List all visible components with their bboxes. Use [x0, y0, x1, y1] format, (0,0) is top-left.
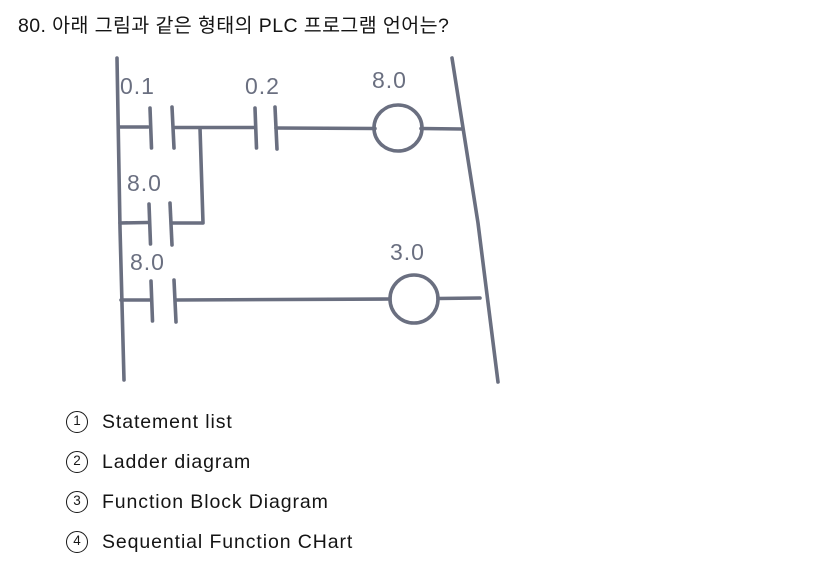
ladder-logic-diagram: 0.1 0.2 8.0 8.0 8.0 3.0 [80, 48, 520, 393]
option-item-3[interactable]: 3 Function Block Diagram [66, 482, 586, 522]
option-item-1[interactable]: 1 Statement list [66, 402, 586, 442]
option-marker-1: 1 [66, 411, 88, 433]
option-label-4: Sequential Function CHart [102, 530, 354, 553]
option-marker-4: 4 [66, 531, 88, 553]
rung2-wire-to-coil [174, 297, 392, 302]
coil-8-0-circle [372, 103, 424, 153]
coil-3-0-circle [388, 273, 440, 325]
contact-0-1-bar-left [148, 106, 154, 150]
option-label-1: Statement list [102, 410, 233, 433]
contact-0-1-bar-right [170, 105, 176, 150]
rung2-contact-8-0-bar-right [172, 278, 178, 324]
rung1-wire-to-rail [419, 126, 464, 131]
left-power-rail [115, 56, 126, 382]
coil-8-0-label: 8.0 [372, 67, 407, 93]
branch-vertical-connector [198, 126, 205, 225]
option-item-4[interactable]: 4 Sequential Function CHart [66, 522, 586, 562]
contact-0-2-bar-left [253, 106, 259, 150]
right-power-rail [450, 56, 500, 384]
option-label-3: Function Block Diagram [102, 490, 329, 513]
contact-0-2-label: 0.2 [245, 73, 280, 99]
contact-0-1-label: 0.1 [120, 73, 155, 99]
branch-contact-8-0-bar-right [168, 201, 174, 247]
option-label-2: Ladder diagram [102, 450, 252, 473]
rung2-contact-8-0-label: 8.0 [130, 249, 165, 275]
contact-0-2-bar-right [273, 105, 279, 151]
rung2-contact-8-0-bar-left [149, 279, 155, 323]
rung2-wire-to-rail [436, 296, 482, 301]
option-item-2[interactable]: 2 Ladder diagram [66, 442, 586, 482]
option-marker-3: 3 [66, 491, 88, 513]
rung1-wire-to-coil [274, 126, 377, 131]
coil-3-0-label: 3.0 [390, 239, 425, 265]
branch-contact-8-0-bar-left [147, 202, 153, 246]
branch-contact-8-0-label: 8.0 [127, 170, 162, 196]
options-list: 1 Statement list 2 Ladder diagram 3 Func… [66, 402, 586, 562]
question-text: 80. 아래 그림과 같은 형태의 PLC 프로그램 언어는? [18, 15, 450, 37]
branch-wire-left [118, 220, 150, 225]
option-marker-2: 2 [66, 451, 88, 473]
